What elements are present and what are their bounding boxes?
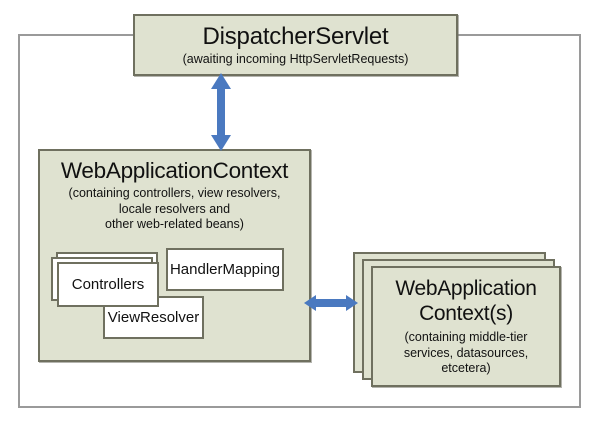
handler-mapping-box[interactable]: HandlerMapping bbox=[166, 248, 284, 291]
controllers-box[interactable]: Controllers bbox=[57, 262, 159, 307]
root-context-title-line-1: WebApplication bbox=[395, 277, 537, 301]
double-headed-horizontal-arrow-icon bbox=[304, 295, 358, 311]
view-resolver-label: ViewResolver bbox=[107, 309, 200, 326]
handler-mapping-label: HandlerMapping bbox=[169, 261, 281, 278]
controllers-label: Controllers bbox=[71, 276, 145, 293]
web-context-to-root-contexts-arrow bbox=[303, 288, 359, 318]
double-headed-vertical-arrow-icon bbox=[211, 73, 231, 151]
dispatcher-servlet-subtitle: (awaiting incoming HttpServletRequests) bbox=[182, 52, 409, 66]
root-context-title: WebApplication Context(s) bbox=[395, 276, 537, 326]
web-application-context-subtitle-line-2: locale resolvers and bbox=[118, 201, 231, 216]
web-application-context-subtitle-line-1: (containing controllers, view resolvers, bbox=[68, 186, 281, 200]
root-context-title-line-2: Context(s) bbox=[419, 302, 513, 326]
root-web-application-contexts-box[interactable]: WebApplication Context(s) (containing mi… bbox=[371, 266, 561, 387]
root-context-subtitle-line-2: services, datasources, bbox=[403, 345, 529, 360]
root-context-subtitle-line-3: etcetera) bbox=[441, 361, 491, 376]
root-context-subtitle: (containing middle-tier services, dataso… bbox=[396, 330, 536, 377]
web-application-context-title: WebApplicationContext bbox=[60, 158, 289, 183]
web-application-context-subtitle-line-3: other web-related beans) bbox=[105, 217, 244, 231]
root-context-subtitle-line-1: (containing middle-tier bbox=[404, 330, 528, 345]
dispatcher-servlet-box[interactable]: DispatcherServlet (awaiting incoming Htt… bbox=[133, 14, 458, 76]
dispatcher-servlet-title: DispatcherServlet bbox=[202, 23, 389, 50]
web-application-context-subtitle: (containing controllers, view resolvers,… bbox=[63, 186, 287, 233]
dispatcher-to-web-context-arrow bbox=[206, 72, 236, 152]
